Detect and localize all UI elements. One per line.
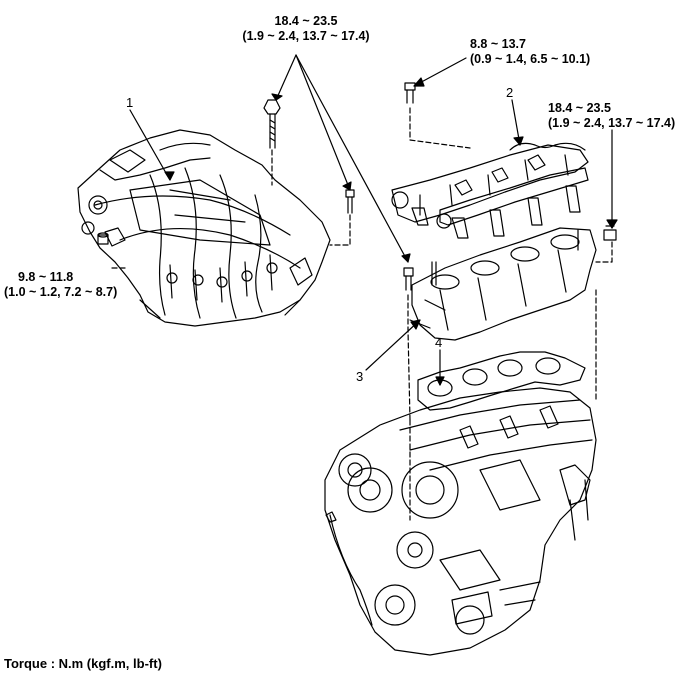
upper-intake-manifold [77, 129, 331, 327]
torque-units: (1.9 ~ 2.4, 13.7 ~ 17.4) [242, 29, 370, 43]
callout-4: 4 [435, 335, 443, 350]
manifold-gasket [417, 351, 586, 411]
torque-label-top-center: 18.4 ~ 23.5 (1.9 ~ 2.4, 13.7 ~ 17.4) [232, 14, 380, 44]
bolt-lower-manifold [403, 267, 414, 291]
torque-value: 18.4 ~ 23.5 [274, 14, 338, 28]
callout-1: 1 [126, 95, 134, 110]
engine-block [324, 387, 597, 656]
torque-units-note: Torque : N.m (kgf.m, lb-ft) [4, 656, 162, 671]
torque-label-right: 18.4 ~ 23.5 (1.9 ~ 2.4, 13.7 ~ 17.4) [548, 101, 675, 131]
callout-3: 3 [356, 369, 364, 384]
torque-label-left: 9.8 ~ 11.8 (1.0 ~ 1.2, 7.2 ~ 8.7) [4, 270, 117, 300]
torque-value: 8.8 ~ 13.7 [470, 37, 526, 51]
torque-units: (1.9 ~ 2.4, 13.7 ~ 17.4) [548, 116, 676, 130]
bolt-top-right [404, 82, 416, 104]
torque-value: 9.8 ~ 11.8 [18, 270, 74, 284]
torque-units: (0.9 ~ 1.4, 6.5 ~ 10.1) [470, 52, 591, 66]
torque-units: (1.0 ~ 1.2, 7.2 ~ 8.7) [4, 285, 118, 299]
clip-right [603, 225, 617, 241]
fuel-rail-assembly [391, 142, 589, 239]
lower-intake-manifold [409, 227, 597, 341]
nut-left [97, 232, 109, 245]
bolt-mid [345, 189, 355, 214]
bolt-top-center [263, 99, 281, 149]
torque-label-top-right: 8.8 ~ 13.7 (0.9 ~ 1.4, 6.5 ~ 10.1) [470, 37, 590, 67]
torque-value: 18.4 ~ 23.5 [548, 101, 611, 115]
callout-2: 2 [506, 85, 514, 100]
